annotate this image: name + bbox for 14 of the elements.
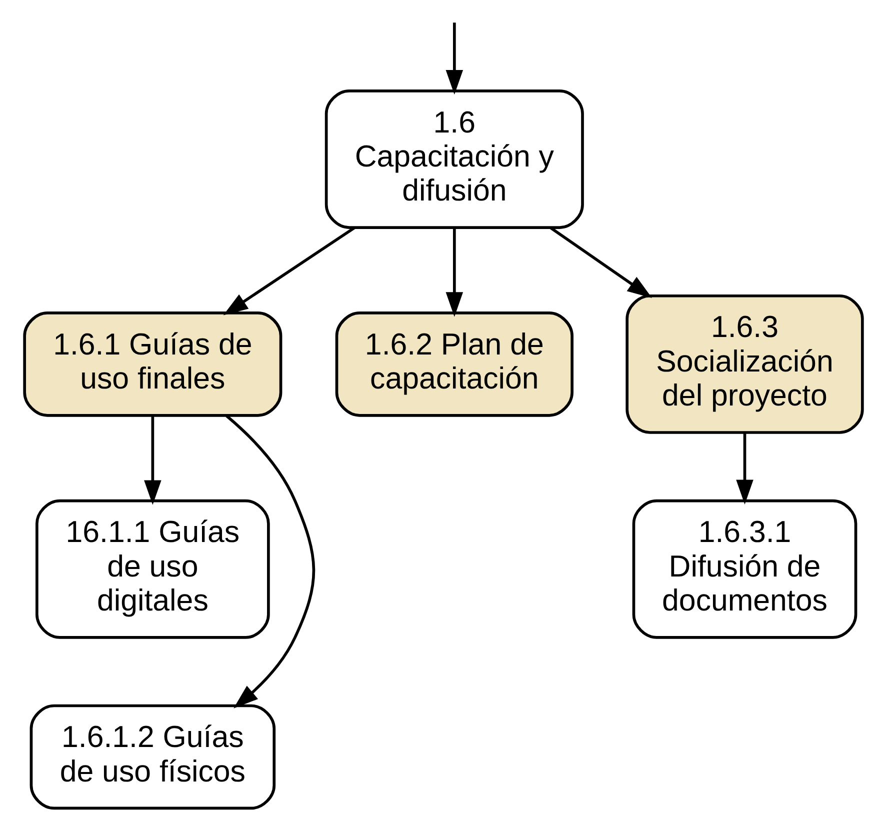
arrow xyxy=(549,226,652,298)
arrow xyxy=(223,226,356,316)
node-box: 1.6.3 Socialización del proyecto xyxy=(626,294,864,434)
arrow xyxy=(446,228,464,317)
arrow xyxy=(144,416,162,505)
node-box: 1.6.1 Guías de uso finales xyxy=(23,312,282,417)
node-box: 16.1.1 Guías de uso digitales xyxy=(36,499,270,639)
node-box: 1.6.2 Plan de capacitación xyxy=(335,312,574,417)
arrow xyxy=(226,414,316,708)
arrow xyxy=(736,432,754,504)
node-box: 1.6 Capacitación y difusión xyxy=(324,90,584,229)
node-box: 1.6.3.1 Difusión de documentos xyxy=(632,499,858,639)
node-box: 1.6.1.2 Guías de uso físicos xyxy=(30,704,276,810)
arrow xyxy=(446,22,464,95)
